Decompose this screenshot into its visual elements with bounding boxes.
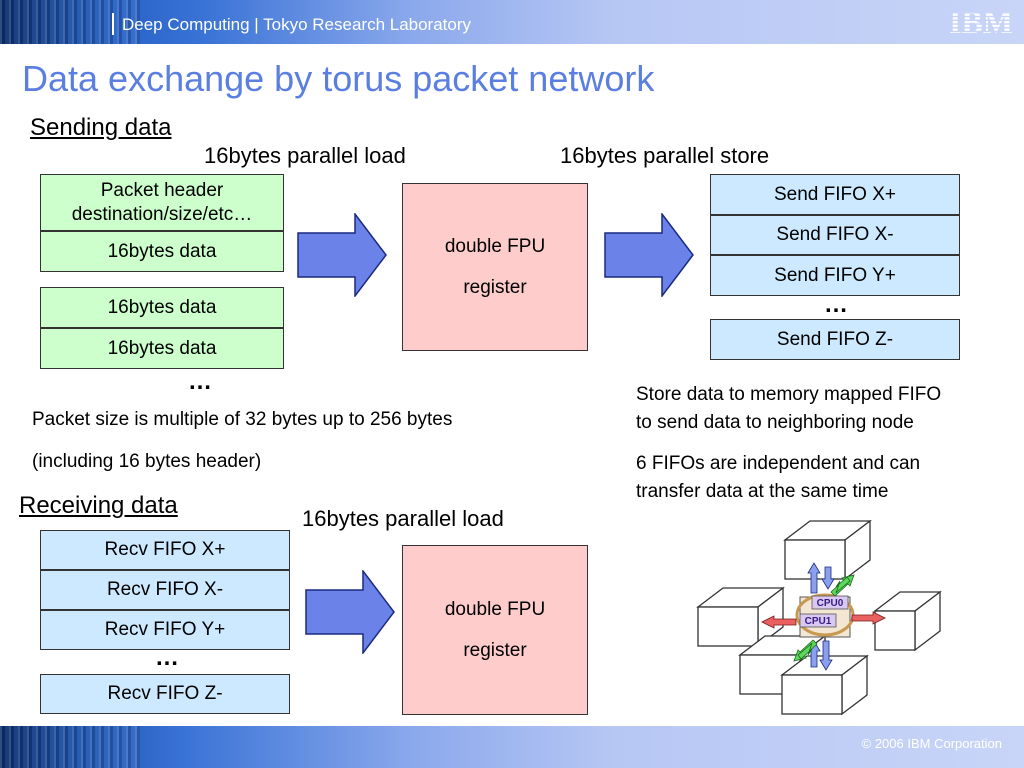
send-fifo-x-plus: Send FIFO X+ [710, 174, 960, 215]
neighbor-node-bottom [781, 674, 843, 715]
store-note-line1: Store data to memory mapped FIFO [636, 384, 942, 405]
sending-store-label: 16bytes parallel store [560, 143, 770, 168]
recv-fifo-y-plus: Recv FIFO Y+ [40, 610, 290, 650]
send-fifo-z-minus: Send FIFO Z- [710, 319, 960, 360]
packet-data-box: 16bytes data [40, 231, 284, 272]
link-arrow-down-icon [819, 640, 833, 671]
sending-heading: Sending data [30, 114, 172, 141]
ibm-logo: IBM [949, 6, 1013, 36]
send-store-arrow-icon [604, 213, 694, 297]
receiving-heading: Receiving data [19, 492, 178, 519]
send-fpu-register: double FPU register [402, 183, 588, 351]
packet-data-box: 16bytes data [40, 328, 284, 369]
footer-pattern [0, 726, 140, 768]
ibm-logo-text: IBM [949, 6, 1013, 36]
link-arrow-down-icon [821, 566, 835, 590]
fpu-label-line2: register [463, 277, 527, 298]
link-arrow-left-icon [761, 615, 797, 629]
link-arrow-diagonal-icon [835, 576, 851, 594]
send-fifo-y-plus: Send FIFO Y+ [710, 255, 960, 296]
send-load-arrow-icon [297, 213, 387, 297]
recv-fifo-z-minus: Recv FIFO Z- [40, 674, 290, 714]
header-pattern [0, 0, 140, 44]
neighbor-node-right [874, 610, 916, 651]
recv-fifo-x-plus: Recv FIFO X+ [40, 530, 290, 570]
header-bar: Deep Computing | Tokyo Research Laborato… [0, 0, 1024, 44]
link-arrow-right-icon [851, 611, 886, 625]
link-arrow-diagonal-icon [797, 642, 813, 660]
store-note-line2: to send data to neighboring node [636, 412, 914, 433]
page-title: Data exchange by torus packet network [22, 58, 655, 99]
sending-load-label: 16bytes parallel load [204, 143, 406, 168]
send-fifo-ellipsis: … [824, 291, 848, 318]
fpu-label-line1: double FPU [444, 236, 546, 257]
packet-ellipsis: … [188, 368, 212, 395]
fifo-note-line2: transfer data at the same time [636, 481, 889, 502]
packet-header-note: (including 16 bytes header) [32, 451, 262, 472]
recv-fifo-x-minus: Recv FIFO X- [40, 570, 290, 610]
packet-header-box: Packet header destination/size/etc… [40, 174, 284, 231]
recv-fifo-ellipsis: … [155, 644, 179, 671]
header-title: Deep Computing | Tokyo Research Laborato… [122, 15, 472, 34]
footer-copyright: © 2006 IBM Corporation [861, 736, 1002, 751]
cpu0-label: CPU0 [817, 598, 844, 609]
packet-data-box: 16bytes data [40, 287, 284, 328]
send-fifo-x-minus: Send FIFO X- [710, 215, 960, 255]
cpu1-chip [799, 613, 837, 628]
torus-node-diagram: CPU0 CPU1 [696, 519, 942, 716]
header-divider [112, 13, 114, 35]
fifo-note-line1: 6 FIFOs are independent and can [636, 453, 921, 474]
fpu-label-line1: double FPU [444, 599, 546, 620]
cpu0-chip [811, 595, 849, 610]
packet-size-note: Packet size is multiple of 32 bytes up t… [32, 409, 453, 430]
fpu-label-line2: register [463, 640, 527, 661]
link-arrow-up-icon [807, 562, 821, 594]
neighbor-node-left [697, 606, 759, 647]
recv-load-arrow-icon [305, 570, 395, 654]
cpu1-label: CPU1 [805, 616, 832, 627]
recv-fpu-register: double FPU register [402, 545, 588, 715]
receiving-load-label: 16bytes parallel load [302, 506, 504, 531]
footer-bar: © 2006 IBM Corporation [0, 726, 1024, 768]
